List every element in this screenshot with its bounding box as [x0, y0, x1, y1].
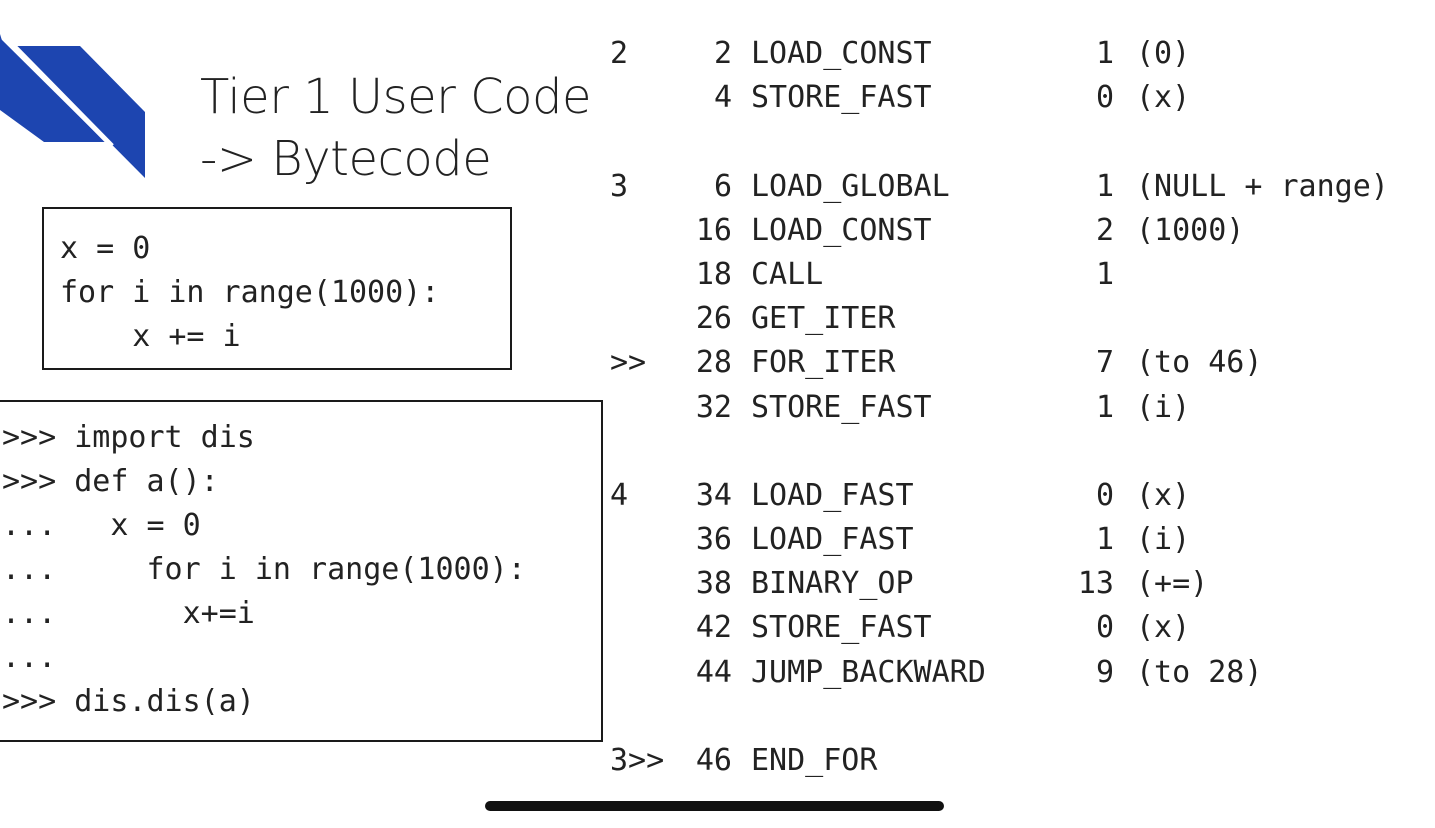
opcode-name: JUMP_BACKWARD	[751, 654, 986, 690]
slide-title: Tier 1 User Code -> Bytecode	[200, 66, 592, 190]
source-line-number: 3	[610, 168, 629, 204]
opcode-name: STORE_FAST	[751, 80, 932, 116]
bytecode-offset: 46	[695, 743, 732, 778]
bytecode-offset: 38	[695, 566, 732, 602]
opcode-name: BINARY_OP	[751, 566, 914, 602]
slide-title-line-1: Tier 1 User Code	[200, 69, 592, 125]
opcode-name: STORE_FAST	[751, 389, 932, 425]
arg-description: (NULL + range)	[1136, 168, 1389, 204]
opcode-name: LOAD_FAST	[751, 477, 914, 513]
bytecode-offset: 26	[695, 301, 732, 337]
bytecode-offset: 18	[695, 256, 732, 292]
opcode-arg: 1	[1095, 389, 1114, 425]
opcode-name: LOAD_CONST	[751, 36, 932, 71]
bytecode-offset: 36	[695, 522, 732, 558]
arg-description: (1000)	[1136, 212, 1245, 248]
arg-description: (x)	[1136, 80, 1191, 116]
bytecode-offset: 4	[713, 80, 732, 116]
bytecode-offset: 2	[713, 36, 732, 71]
arg-description: (to 46)	[1136, 345, 1263, 381]
opcode-name: END_FOR	[751, 743, 878, 778]
opcode-arg: 0	[1095, 477, 1114, 513]
opcode-arg: 9	[1095, 654, 1114, 690]
source-line-number: 3>>	[610, 743, 665, 778]
source-line-number: >>	[610, 345, 647, 381]
repl-session-box: >>> import dis >>> def a(): ... x = 0 ..…	[0, 400, 603, 742]
repl-line: ...	[2, 640, 57, 675]
opcode-name: LOAD_FAST	[751, 522, 914, 558]
repl-line: >>> def a():	[2, 464, 219, 499]
opcode-arg: 1	[1095, 256, 1114, 292]
slide-title-line-2: -> Bytecode	[200, 131, 492, 187]
bytecode-offset: 34	[695, 477, 732, 513]
opcode-arg: 7	[1095, 345, 1114, 381]
home-indicator-bar[interactable]	[485, 801, 944, 811]
source-code-line: x = 0	[60, 231, 151, 266]
source-code-line: x += i	[60, 319, 241, 354]
opcode-arg: 0	[1095, 610, 1114, 646]
bytecode-offset: 44	[695, 654, 732, 690]
opcode-arg: 13	[1077, 566, 1114, 602]
opcode-arg: 1	[1095, 522, 1114, 558]
source-code-box: x = 0 for i in range(1000): x += i	[42, 207, 512, 370]
repl-line: >>> import dis	[2, 420, 255, 455]
source-line-number: 4	[610, 477, 629, 513]
bytecode-offset: 16	[695, 212, 732, 248]
arg-description: (i)	[1136, 522, 1191, 558]
source-code-line: for i in range(1000):	[60, 275, 440, 310]
repl-line: ... x = 0	[2, 508, 201, 543]
opcode-name: LOAD_GLOBAL	[751, 168, 950, 204]
repl-line: >>> dis.dis(a)	[2, 684, 255, 719]
bytecode-offset: 32	[695, 389, 732, 425]
arg-description: (i)	[1136, 389, 1191, 425]
opcode-name: LOAD_CONST	[751, 212, 932, 248]
arg-description: (0)	[1136, 36, 1191, 71]
opcode-arg: 0	[1095, 80, 1114, 116]
bytecode-offset: 28	[695, 345, 732, 381]
opcode-arg: 1	[1095, 36, 1114, 71]
repl-line: ... for i in range(1000):	[2, 552, 526, 587]
bytecode-offset: 6	[713, 168, 732, 204]
bytecode-offset: 42	[695, 610, 732, 646]
opcode-arg: 1	[1095, 168, 1114, 204]
opcode-name: STORE_FAST	[751, 610, 932, 646]
repl-line: ... x+=i	[2, 596, 255, 631]
arg-description: (to 28)	[1136, 654, 1263, 690]
opcode-arg: 2	[1095, 212, 1114, 248]
arg-description: (+=)	[1136, 566, 1209, 602]
opcode-name: CALL	[751, 256, 824, 292]
opcode-name: GET_ITER	[751, 301, 896, 337]
logo-chevron-icon	[0, 34, 145, 178]
arg-description: (x)	[1136, 610, 1191, 646]
source-line-number: 2	[610, 36, 629, 71]
arg-description: (x)	[1136, 477, 1191, 513]
opcode-name: FOR_ITER	[751, 345, 896, 381]
